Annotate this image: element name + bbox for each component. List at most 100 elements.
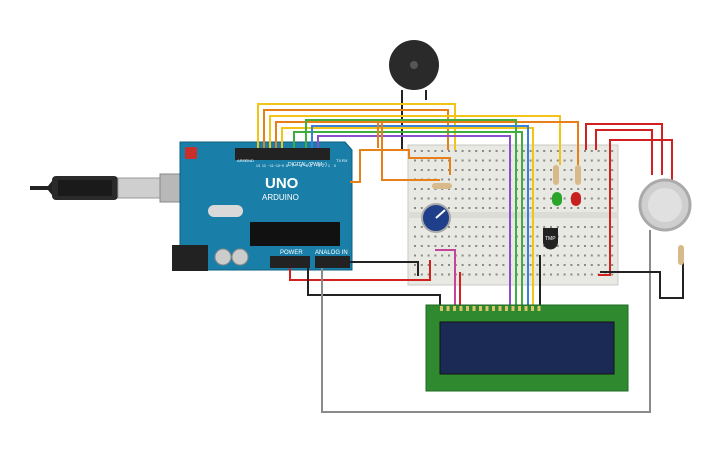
breadboard-hole (441, 169, 444, 171)
breadboard-hole (597, 235, 600, 238)
breadboard-hole (414, 235, 416, 238)
breadboard-hole (475, 226, 478, 228)
breadboard-hole (482, 254, 484, 257)
breadboard-hole (482, 197, 484, 200)
breadboard-hole (502, 178, 505, 181)
breadboard-hole (441, 197, 444, 200)
breadboard-hole (420, 226, 423, 228)
breadboard-hole (556, 150, 559, 152)
digital-header (235, 148, 330, 160)
breadboard-hole (590, 169, 593, 171)
breadboard-hole (414, 245, 416, 247)
breadboard-hole (570, 207, 573, 209)
breadboard-hole (529, 169, 532, 171)
breadboard-hole (604, 159, 607, 162)
led-red (571, 192, 581, 206)
breadboard-hole (536, 207, 539, 209)
reset-button[interactable] (185, 147, 197, 159)
breadboard-hole (577, 254, 580, 257)
breadboard-hole (556, 159, 559, 162)
breadboard-hole (522, 150, 525, 152)
breadboard-hole (495, 254, 498, 257)
breadboard-hole (563, 207, 566, 209)
breadboard-hole (522, 159, 525, 162)
breadboard-hole (475, 159, 478, 162)
wire-orange-resistor (377, 121, 440, 181)
breadboard-hole (502, 226, 505, 228)
analog-pin-label: A4 (340, 271, 344, 275)
breadboard-hole (522, 226, 525, 228)
breadboard-hole (529, 245, 532, 247)
breadboard-hole (536, 159, 539, 162)
breadboard-hole (448, 254, 450, 257)
breadboard-hole (482, 169, 484, 171)
digital-pin-label: ~6 (298, 164, 302, 168)
breadboard-hole (495, 159, 498, 162)
analog-pin-label: A5 (346, 271, 350, 275)
crystal (208, 205, 243, 217)
breadboard-hole (577, 207, 580, 209)
breadboard-hole (454, 207, 457, 209)
breadboard-hole (536, 235, 539, 238)
breadboard-hole (597, 207, 600, 209)
wire-blue (311, 125, 529, 305)
breadboard-hole (448, 264, 450, 266)
breadboard-hole (448, 273, 450, 276)
breadboard-hole (488, 197, 491, 200)
breadboard-hole (570, 150, 573, 152)
breadboard-hole (420, 273, 423, 276)
breadboard-hole (604, 235, 607, 238)
breadboard-hole (529, 254, 532, 257)
breadboard-hole (611, 178, 614, 181)
breadboard-hole (482, 159, 484, 162)
power-pin-label: VIN (306, 271, 312, 275)
breadboard-hole (461, 188, 464, 190)
breadboard-hole (495, 197, 498, 200)
breadboard-hole (468, 235, 471, 238)
breadboard-hole (468, 207, 471, 209)
breadboard-hole (550, 226, 552, 228)
breadboard-hole (597, 197, 600, 200)
digital-pin-label: ~9 (280, 164, 284, 168)
temperature-sensor: TMP (543, 228, 558, 250)
breadboard-hole (570, 188, 573, 190)
wire-red-sensor (595, 129, 653, 175)
breadboard-hole (577, 235, 580, 238)
wire-orange (263, 109, 449, 150)
wire-orange-to-pot (350, 149, 451, 183)
breadboard-hole (604, 226, 607, 228)
breadboard-hole (584, 254, 586, 257)
breadboard-hole (584, 150, 586, 152)
digital-pin-label: 4 (310, 164, 312, 168)
breadboard-hole (529, 235, 532, 238)
resistors (432, 165, 684, 265)
breadboard-hole (584, 226, 586, 228)
breadboard-hole (543, 273, 546, 276)
breadboard-hole (502, 254, 505, 257)
breadboard-hole (468, 273, 471, 276)
breadboard-hole (570, 235, 573, 238)
breadboard-hole (543, 188, 546, 190)
breadboard-hole (441, 235, 444, 238)
breadboard-hole (529, 273, 532, 276)
breadboard-hole (550, 188, 552, 190)
wire-orange (275, 121, 579, 165)
wire-green (293, 131, 523, 305)
breadboard-hole (502, 273, 505, 276)
breadboard-hole (488, 178, 491, 181)
breadboard-hole (611, 273, 614, 276)
breadboard-hole (488, 159, 491, 162)
breadboard-hole (550, 178, 552, 181)
breadboard-hole (454, 178, 457, 181)
breadboard-hole (590, 245, 593, 247)
wires (257, 103, 684, 413)
breadboard-hole (434, 159, 437, 162)
resistor (678, 245, 684, 265)
digital-pin-label: 13 (256, 164, 260, 168)
breadboard-hole (584, 159, 586, 162)
breadboard-hole (563, 245, 566, 247)
breadboard-hole (434, 197, 437, 200)
breadboard-hole (488, 254, 491, 257)
breadboard-hole (584, 197, 586, 200)
potentiometer[interactable] (421, 203, 451, 233)
